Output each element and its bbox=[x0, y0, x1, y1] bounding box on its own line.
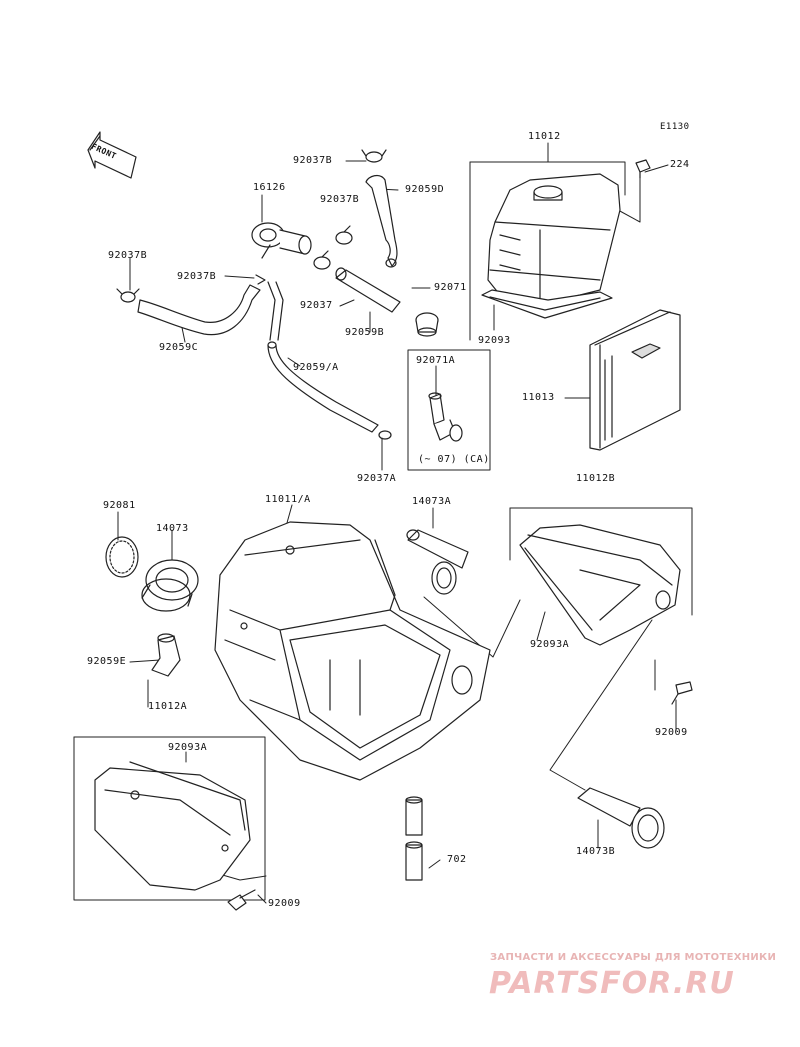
bolt-92009-left bbox=[227, 889, 256, 911]
gasket-92093 bbox=[481, 289, 613, 319]
bolt-224 bbox=[635, 159, 651, 179]
elbow-92059E bbox=[151, 633, 181, 677]
label-92037B-top: 92037B bbox=[293, 155, 333, 166]
inset-92071A bbox=[428, 392, 463, 442]
hose-92059C bbox=[137, 284, 261, 336]
label-11012A: 11012A bbox=[148, 701, 188, 712]
bolt-92009-right bbox=[671, 681, 693, 705]
cover-left bbox=[94, 761, 251, 891]
airbox-11011A bbox=[214, 521, 491, 781]
label-14073A: 14073A bbox=[412, 496, 452, 507]
label-11011A: 11011/A bbox=[265, 494, 311, 505]
label-92093A-left: 92093A bbox=[168, 742, 208, 753]
label-92081: 92081 bbox=[103, 500, 136, 511]
label-92059A: 92059/A bbox=[293, 362, 339, 373]
label-92037B-mid: 92037B bbox=[320, 194, 360, 205]
label-14073B: 14073B bbox=[576, 846, 616, 857]
funnel-14073B bbox=[577, 787, 665, 849]
watermark-tagline: ЗАПЧАСТИ И АКСЕССУАРЫ ДЛЯ МОТОТЕХНИКИ bbox=[490, 952, 777, 963]
hose-92059D bbox=[365, 174, 398, 268]
tube-92059A bbox=[267, 281, 379, 433]
label-11013: 11013 bbox=[522, 392, 555, 403]
filter-11013 bbox=[589, 309, 681, 451]
label-702: 702 bbox=[447, 854, 467, 865]
spring-92081 bbox=[105, 536, 139, 578]
label-92059E: 92059E bbox=[87, 656, 127, 667]
label-92071: 92071 bbox=[434, 282, 467, 293]
label-note-ca: (~ 07) (CA) bbox=[418, 454, 490, 465]
leader-lines bbox=[73, 142, 693, 904]
cap-92071 bbox=[415, 312, 439, 337]
label-92037B-center: 92037B bbox=[177, 271, 217, 282]
cover-right bbox=[519, 524, 681, 646]
label-92059C: 92059C bbox=[159, 342, 199, 353]
watermark-brand: PARTSFOR.RU bbox=[489, 966, 735, 1001]
label-92009-right: 92009 bbox=[655, 727, 688, 738]
label-92037A: 92037A bbox=[357, 473, 397, 484]
label-92071A: 92071A bbox=[416, 355, 456, 366]
upper-housing-11012 bbox=[487, 173, 621, 306]
label-92059B: 92059B bbox=[345, 327, 385, 338]
front-arrow-icon bbox=[87, 131, 137, 179]
label-224: 224 bbox=[670, 159, 690, 170]
label-92009-left: 92009 bbox=[268, 898, 301, 909]
pipe-92059B bbox=[335, 267, 401, 313]
label-14073: 14073 bbox=[156, 523, 189, 534]
duct-14073A bbox=[406, 529, 469, 595]
duct-14073 bbox=[141, 559, 199, 612]
label-92037: 92037 bbox=[300, 300, 333, 311]
tubes-702 bbox=[405, 796, 423, 881]
diagram-code: E1130 bbox=[660, 122, 690, 132]
valve-16126 bbox=[251, 222, 312, 259]
label-11012: 11012 bbox=[528, 131, 561, 142]
label-16126: 16126 bbox=[253, 182, 286, 193]
label-92037B-left: 92037B bbox=[108, 250, 148, 261]
label-92059D: 92059D bbox=[405, 184, 445, 195]
label-92093A-right: 92093A bbox=[530, 639, 570, 650]
label-11012B: 11012B bbox=[576, 473, 616, 484]
label-92093: 92093 bbox=[478, 335, 511, 346]
clamps bbox=[116, 149, 392, 440]
